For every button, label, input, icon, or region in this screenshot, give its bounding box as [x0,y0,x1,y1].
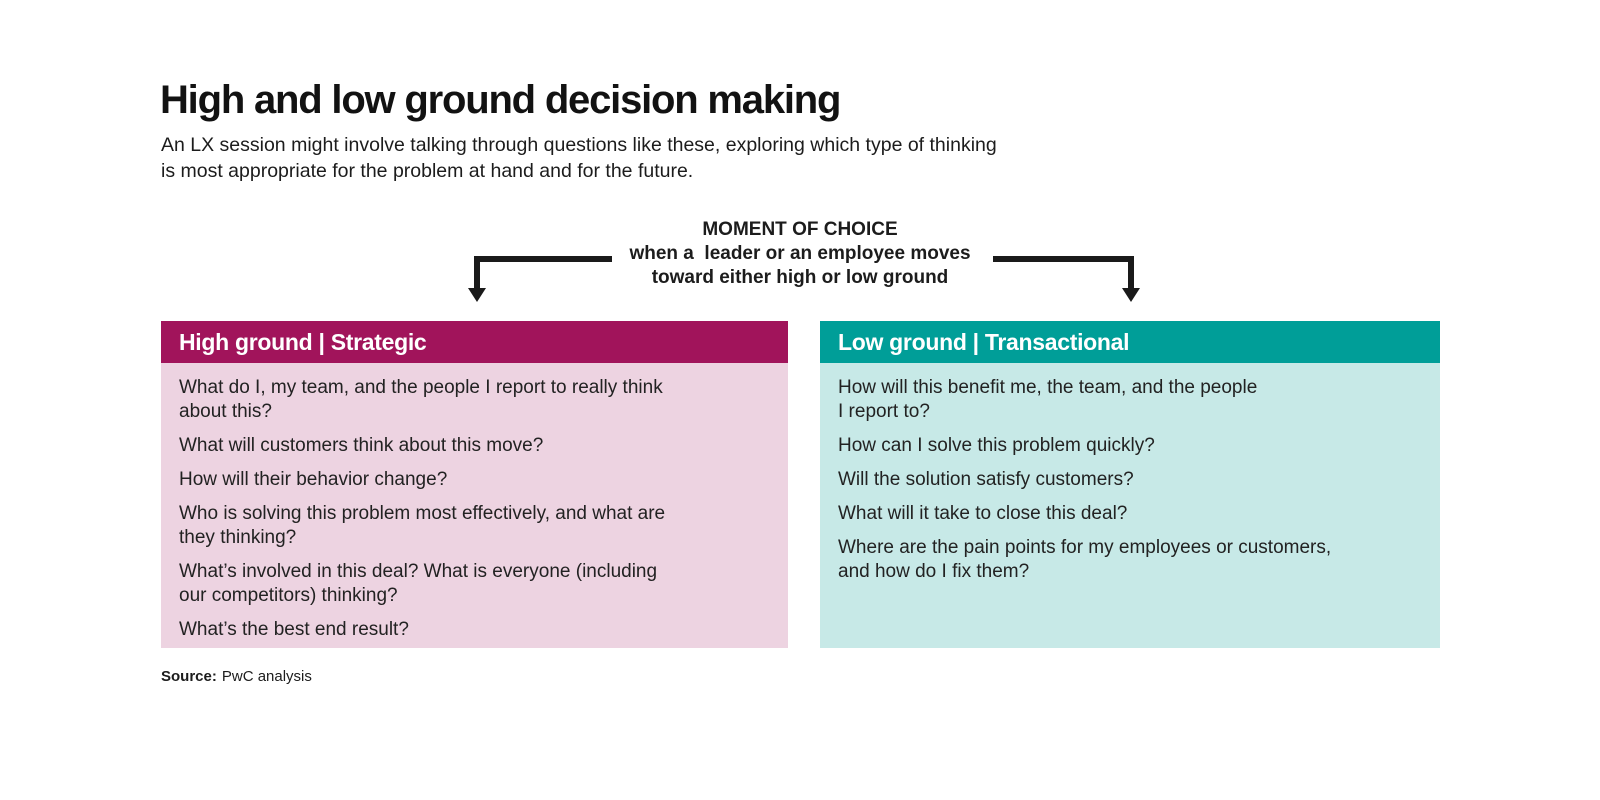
low-ground-question: How will this benefit me, the team, and … [838,377,1258,422]
low-ground-card-header: Low ground | Transactional [820,321,1440,363]
high-ground-question: What’s the best end result? [179,619,409,640]
high-ground-card-header: High ground | Strategic [161,321,788,363]
low-ground-card-body: How will this benefit me, the team, and … [820,363,1440,648]
right-arrow-down-icon [1122,288,1140,302]
left-arrow-down-icon [468,288,486,302]
low-ground-card: Low ground | Transactional How will this… [820,321,1440,648]
moment-of-choice-heading: MOMENT OF CHOICE [702,219,898,240]
page-subtitle: An LX session might involve talking thro… [161,134,997,182]
source-text: PwC analysis [221,668,312,685]
page-title: High and low ground decision making [160,78,841,122]
low-ground-question: How can I solve this problem quickly? [838,435,1155,456]
moment-of-choice-line3: toward either high or low ground [651,266,949,288]
right-arrow-horizontal-bar [993,256,1131,262]
moment-of-choice-line2: when a leader or an employee moves [629,243,971,264]
high-ground-question: What will customers think about this mov… [179,435,544,456]
low-ground-question: What will it take to close this deal? [838,503,1128,524]
low-ground-question: Where are the pain points for my employe… [838,537,1332,582]
high-ground-question: What’s involved in this deal? What is ev… [179,561,658,606]
high-ground-question: How will their behavior change? [179,469,448,490]
low-ground-question: Will the solution satisfy customers? [838,469,1134,490]
source-label: Source: [161,668,217,685]
source-line: Source:PwC analysis [161,668,312,685]
moment-of-choice-block: MOMENT OF CHOICE when a leader or an emp… [600,218,1000,289]
high-ground-question: Who is solving this problem most effecti… [179,503,666,548]
left-arrow-vertical-bar [474,256,480,289]
high-ground-card: High ground | Strategic What do I, my te… [161,321,788,648]
right-arrow-vertical-bar [1128,256,1134,289]
high-ground-question: What do I, my team, and the people I rep… [179,377,663,422]
high-ground-card-body: What do I, my team, and the people I rep… [161,363,788,648]
left-arrow-horizontal-bar [474,256,612,262]
